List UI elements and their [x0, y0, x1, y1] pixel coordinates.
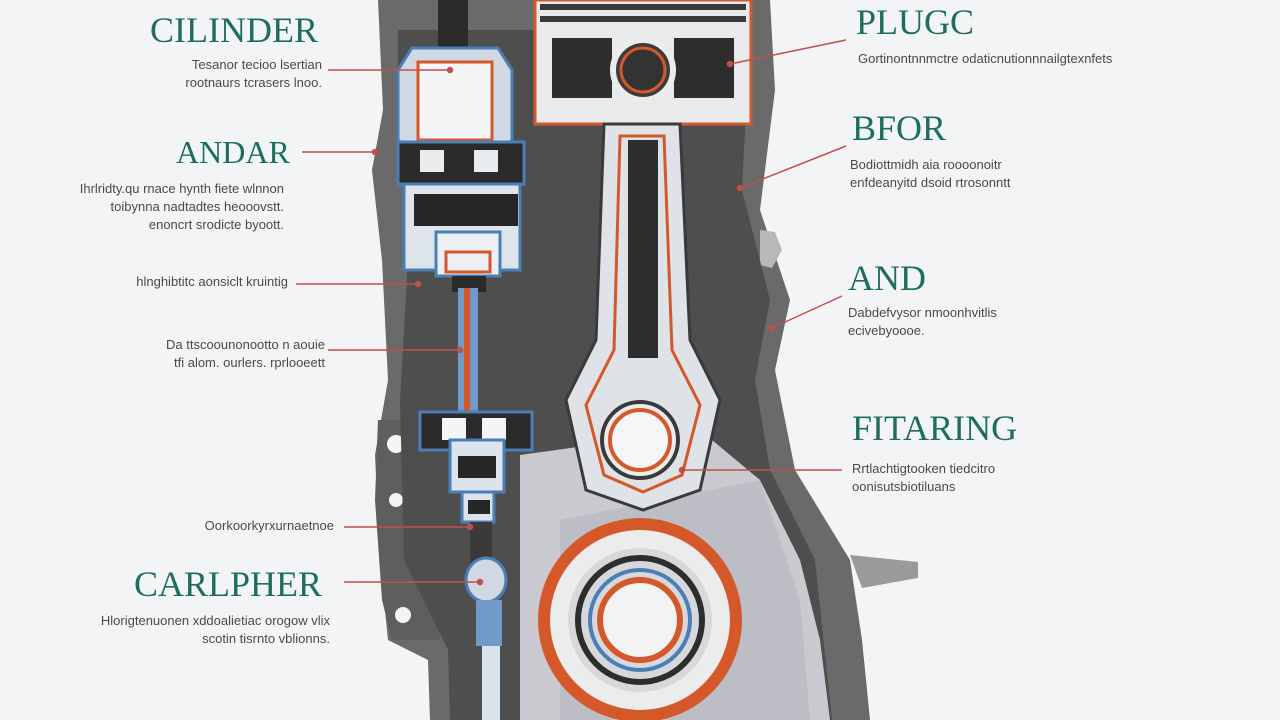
piston [533, 0, 753, 126]
label-plugc-desc: Gortinontnnmctre odaticnutionnnailgtexnf… [858, 51, 1113, 66]
label-andar-title: ANDAR [176, 134, 290, 170]
label-cylinder-desc: Tesanor tecioo lsertian rootnaurs tcrase… [185, 57, 322, 90]
label-and-desc: Dabdefvysor nmoonhvitlis ecivebyoooe. [848, 305, 997, 338]
label-plugc-title: PLUGC [856, 2, 975, 42]
label-bfor-desc: Bodiottmidh aia roooonoitr enfdeanyitd d… [850, 157, 1011, 190]
label-andar-desc: Ihrlridty.qu rnace hynth fiete wlnnon to… [79, 181, 284, 232]
leader-lines [296, 39, 847, 586]
label-dorkor-desc: Oorkoorkyrxurnaetnoe [204, 518, 334, 533]
label-and-title: AND [848, 258, 926, 298]
label-hinghib-desc: hlnghibtitc aonsiclt kruintig [136, 274, 288, 289]
label-fitaring-title: FITARING [852, 408, 1018, 448]
label-carlpher-desc: Hlorigtenuonen xddoalietiac orogow vlix … [100, 613, 330, 646]
crank-bearing [538, 518, 742, 720]
label-dtisco-desc: Da ttscoounonootto n aouie tfi alom. our… [165, 337, 325, 370]
connecting-rod [564, 122, 722, 512]
label-bfor-title: BFOR [852, 108, 947, 148]
spark-plug-assembly [396, 0, 534, 720]
label-fitaring-desc: Rrtlachtigtooken tiedcitro oonisutsbioti… [852, 461, 996, 494]
label-carlpher-title: CARLPHER [134, 564, 323, 604]
label-cylinder-title: CILINDER [150, 10, 318, 50]
